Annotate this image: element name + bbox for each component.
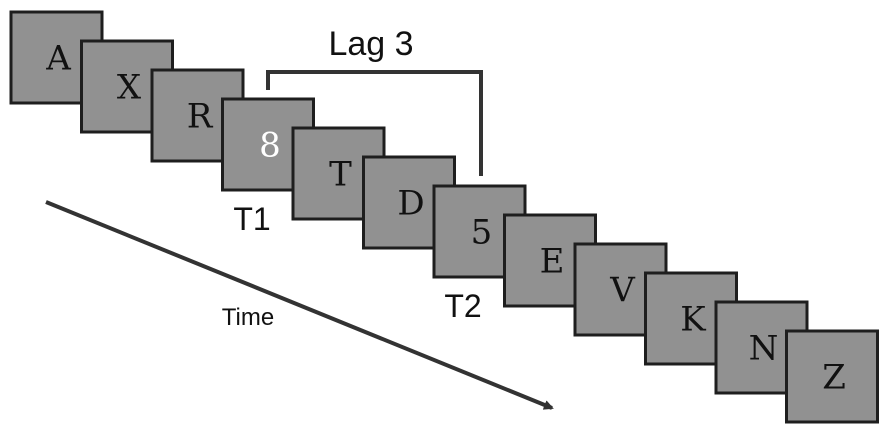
t1-label: T1 [233, 201, 270, 237]
stimulus-letter: X [117, 68, 142, 108]
stimulus-letter: 5 [471, 213, 493, 253]
t2-label: T2 [444, 288, 481, 324]
stimulus-letter: T [329, 155, 352, 195]
frames-layer: A X R 8T D 5E V K N Z [9, 10, 879, 424]
stimulus-letter: K [680, 300, 706, 340]
stimulus-frame: Z [785, 329, 879, 424]
stimulus-letter: V [609, 271, 636, 311]
stimulus-letter: E [540, 242, 565, 282]
time-arrow [45, 200, 554, 410]
time-label: Time [222, 304, 274, 331]
stimulus-letter: 8 [259, 126, 281, 166]
stimulus-letter: N [749, 329, 779, 369]
lag-label: Lag 3 [328, 25, 413, 63]
stimulus-letter: Z [822, 358, 846, 398]
stimulus-letter: A [45, 39, 71, 79]
stimulus-frame-box [785, 329, 879, 424]
stimulus-letter: R [187, 97, 214, 137]
lag-bracket [266, 70, 483, 176]
stimulus-letter: D [397, 184, 424, 224]
